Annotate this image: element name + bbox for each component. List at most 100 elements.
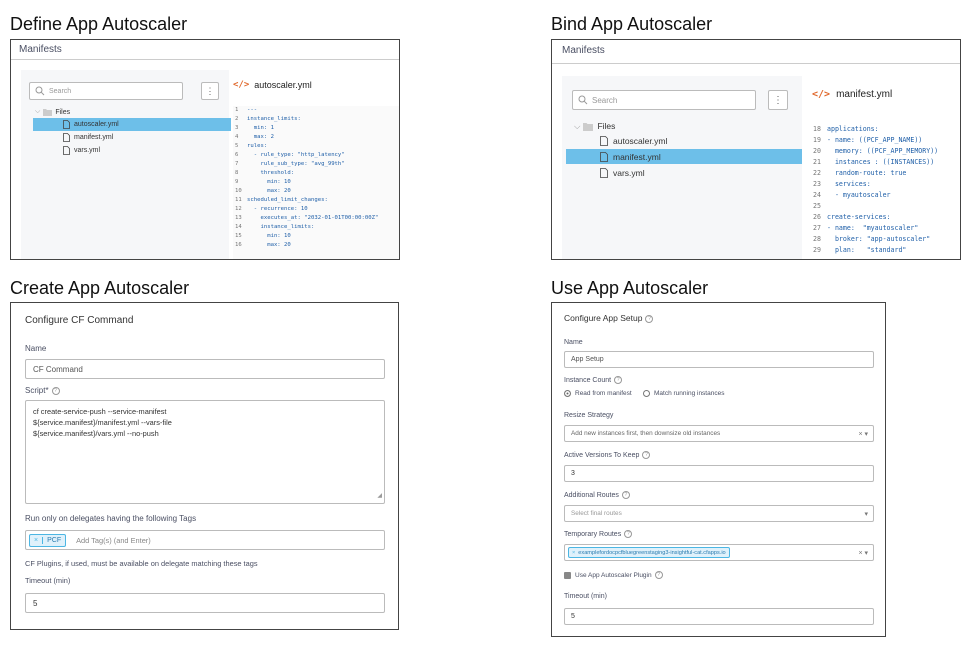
files-folder[interactable]: ⌵ Files	[35, 106, 70, 118]
line-number: 18	[813, 125, 821, 133]
code-text: scheduled_limit_changes:	[247, 197, 328, 203]
line-number: 4	[235, 134, 239, 140]
search-input[interactable]: Search	[29, 82, 183, 100]
use-autoscaler-checkbox[interactable]: Use App Autoscaler Plugin?	[564, 571, 663, 579]
form-title: Configure CF Command	[25, 315, 134, 326]
code-text: applications:	[827, 125, 879, 133]
clear-icon[interactable]: ×	[858, 430, 863, 438]
file-label: vars.yml	[74, 147, 101, 154]
active-versions-value: 3	[571, 470, 575, 477]
form-title-text: Configure App Setup	[564, 313, 643, 323]
radio-read-from-manifest[interactable]: Read from manifest	[564, 390, 632, 397]
line-number: 11	[235, 197, 242, 203]
name-label: Name	[564, 339, 583, 346]
search-input[interactable]: Search	[572, 90, 756, 110]
code-line: 14 instance_limits:	[235, 223, 399, 232]
checkbox-checked-icon[interactable]	[564, 571, 571, 579]
additional-routes-select[interactable]: Select final routes ▾	[564, 505, 874, 522]
editor-tab[interactable]: </> manifest.yml	[812, 89, 892, 100]
help-icon[interactable]: ?	[614, 376, 623, 384]
name-input[interactable]: CF Command	[25, 359, 385, 379]
select-controls[interactable]: × ▾	[858, 430, 868, 438]
code-line: 10 max: 20	[235, 187, 399, 196]
help-icon[interactable]: ?	[642, 451, 651, 459]
name-label: Name	[25, 344, 47, 353]
resize-strategy-select[interactable]: Add new instances first, then downsize o…	[564, 425, 874, 442]
active-versions-label: Active Versions To Keep?	[564, 451, 651, 459]
chevron-down-icon[interactable]: ▾	[864, 549, 868, 557]
tag-remove-icon[interactable]: ×	[34, 536, 39, 544]
line-number: 13	[235, 215, 242, 221]
file-item-autoscaler[interactable]: autoscaler.yml	[600, 133, 667, 149]
code-editor[interactable]: 18 applications: 19- name: ((PCF_APP_NAME)…	[810, 124, 960, 259]
file-label: manifest.yml	[613, 151, 661, 162]
code-text: services:	[827, 180, 871, 188]
tag-remove-icon[interactable]: ×	[572, 549, 576, 556]
form-title: Configure App Setup?	[564, 313, 654, 323]
help-icon[interactable]: ?	[51, 386, 60, 395]
code-line: 13 executes_at: "2032-01-01T00:00:00Z"	[235, 214, 399, 223]
line-number: 27	[813, 224, 821, 232]
editor-tab[interactable]: </> autoscaler.yml	[233, 80, 312, 90]
active-versions-input[interactable]: 3	[564, 465, 874, 482]
clear-icon[interactable]: ×	[858, 549, 863, 557]
file-item-vars[interactable]: vars.yml	[63, 144, 100, 157]
instance-count-label-text: Instance Count	[564, 376, 612, 384]
script-line: ${service.manifest}/vars.yml --no-push	[33, 429, 159, 438]
help-icon[interactable]: ?	[624, 530, 633, 538]
resize-strategy-label: Resize Strategy	[564, 412, 614, 419]
use-title: Use App Autoscaler	[551, 278, 709, 298]
chevron-down-icon[interactable]: ▾	[864, 430, 868, 438]
chevron-down-icon: ⌵	[35, 108, 41, 115]
code-line: 1---	[235, 106, 399, 115]
timeout-label: Timeout (min)	[564, 593, 607, 600]
chevron-down-icon[interactable]: ▾	[864, 510, 868, 518]
file-item-vars[interactable]: vars.yml	[600, 165, 645, 181]
code-line: 6 - rule_type: "http_latency"	[235, 151, 399, 160]
help-icon[interactable]: ?	[645, 314, 654, 323]
tag-chip-pcf[interactable]: × PCF	[29, 533, 67, 547]
files-folder[interactable]: ⌵ Files	[574, 119, 615, 133]
code-text: max: 20	[247, 242, 291, 248]
route-chip[interactable]: × examplefordocpcfbluegreenstaging3-insi…	[568, 547, 730, 558]
code-line: 7 rule_sub_type: "avg_99th"	[235, 160, 399, 169]
script-textarea[interactable]: cf create-service-push --service-manifes…	[25, 400, 385, 504]
code-file-icon: </>	[233, 80, 250, 90]
radio-unselected-icon[interactable]	[643, 390, 650, 397]
file-item-manifest[interactable]: manifest.yml	[63, 131, 113, 144]
file-icon	[63, 133, 70, 142]
code-text: create-services:	[827, 213, 891, 221]
code-line: 4 max: 2	[235, 133, 399, 142]
timeout-input[interactable]: 5	[25, 593, 385, 613]
file-icon	[63, 120, 70, 129]
folder-icon	[583, 122, 594, 131]
more-options-button[interactable]: ⋮	[201, 82, 219, 100]
file-item-autoscaler[interactable]: autoscaler.yml	[33, 118, 231, 131]
files-pane: Search ⋮ ⌵ Files autoscaler.yml manifest…	[21, 70, 231, 259]
temporary-routes-select[interactable]: × examplefordocpcfbluegreenstaging3-insi…	[564, 544, 874, 561]
line-number: 24	[813, 191, 821, 199]
code-line: 19- name: ((PCF_APP_NAME))	[813, 135, 960, 146]
code-text: threshold:	[247, 170, 295, 176]
select-controls[interactable]: × ▾	[858, 549, 868, 557]
help-icon[interactable]: ?	[621, 491, 630, 499]
radio-match-running[interactable]: Match running instances	[643, 390, 724, 397]
tags-input[interactable]: × PCF Add Tag(s) (and Enter)	[25, 530, 385, 550]
radio-selected-icon[interactable]	[564, 390, 571, 397]
bind-manifests-panel: Manifests Search ⋮ ⌵ Files autoscaler.ym…	[551, 39, 961, 260]
timeout-input[interactable]: 5	[564, 608, 874, 625]
file-item-manifest[interactable]: manifest.yml	[566, 149, 802, 164]
line-number: 12	[235, 206, 242, 212]
additional-routes-label: Additional Routes?	[564, 491, 630, 499]
file-label: autoscaler.yml	[74, 121, 119, 128]
search-placeholder: Search	[49, 87, 72, 95]
name-input[interactable]: App Setup	[564, 351, 874, 368]
more-options-button[interactable]: ⋮	[768, 90, 788, 110]
line-number: 28	[813, 235, 821, 243]
resize-handle-icon[interactable]: ◢	[377, 493, 382, 499]
help-icon[interactable]: ?	[654, 571, 663, 579]
name-value: CF Command	[33, 364, 83, 374]
